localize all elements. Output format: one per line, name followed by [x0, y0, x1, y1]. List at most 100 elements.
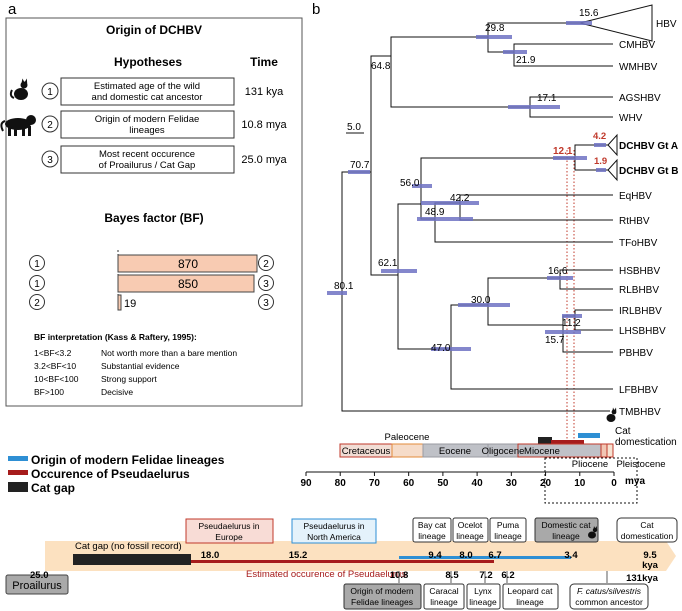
event-box-puma	[489, 517, 527, 543]
hypothesis-time: 131 kya	[245, 86, 284, 98]
bf-right-num: 2	[263, 259, 269, 270]
taxon-label: IRLBHBV	[619, 306, 662, 317]
event-box-caracal	[423, 583, 465, 610]
taxon-label: LHSBHBV	[619, 326, 666, 337]
timeline-felidae-bar	[399, 556, 571, 559]
bf-interp-title: BF interpretation (Kass & Raftery, 1995)…	[34, 332, 197, 342]
event-box-text: Leopard cat	[508, 586, 554, 596]
hypothesis-text-line1: Origin of modern Felidae	[95, 114, 200, 125]
timeline-values-above: 25.0 18.0 15.2 9.4 8.0 6.7 3.4 9.5 kya	[30, 550, 659, 581]
hpd-bar	[596, 168, 606, 172]
taxon-label: LFBHBV	[619, 385, 658, 396]
event-box-text: Caracal	[429, 586, 458, 596]
node-age: 62.1	[378, 258, 398, 269]
panel-b-label: b	[312, 1, 320, 18]
node-age: 80.1	[334, 281, 354, 292]
event-box-text: F. catus/silvestris	[577, 586, 642, 596]
cat-gap-marker	[538, 437, 552, 445]
taxon-label: HBV	[656, 19, 677, 30]
node-age: 42.2	[450, 193, 470, 204]
hpd-bar	[327, 291, 347, 295]
timeline-value: 9.4	[428, 550, 442, 561]
hpd-bar	[431, 347, 471, 351]
pseudaelurus-marker	[551, 440, 584, 444]
timeline-value: 18.0	[201, 550, 220, 561]
node-age: 70.7	[350, 160, 370, 171]
timeline-value: 8.0	[459, 550, 472, 561]
axis-tick-label: 10	[574, 478, 586, 489]
node-age: 29.8	[485, 23, 505, 34]
phylogenetic-tree	[341, 22, 613, 412]
bf-left-badge	[29, 294, 45, 310]
event-box-domestic-cat	[534, 517, 599, 543]
epoch-label: Miocene	[524, 446, 560, 457]
hypothesis-text-line1: Most recent occurence	[99, 149, 195, 160]
domestic-cat-icon	[9, 78, 28, 100]
timeline-value: 3.4	[564, 550, 578, 561]
cat-gap-text: Cat gap (no fossil record)	[75, 541, 182, 552]
legend-swatch-felidae	[8, 456, 28, 461]
hypothesis-box	[60, 77, 235, 106]
panel-a-title: Origin of DCHBV	[106, 23, 202, 37]
event-box-text: Pseudaelurus in	[199, 521, 260, 531]
taxon-label: DCHBV Gt B	[619, 166, 678, 177]
taxon-label: WHV	[619, 113, 643, 124]
taxon-label: DCHBV Gt A	[619, 141, 678, 152]
event-box-text: Origin of modern	[350, 586, 414, 596]
timeline-value: 7.2	[479, 570, 492, 581]
hypothesis-text-line2: of Proailurus / Cat Gap	[99, 160, 196, 171]
taxon-label: HSBHBV	[619, 266, 660, 277]
event-box-leopard-cat	[502, 583, 559, 610]
taxon-label: PBHBV	[619, 348, 653, 359]
panel-a-frame	[5, 17, 303, 407]
hpd-bar	[594, 143, 606, 147]
hypothesis-number: 2	[47, 120, 53, 131]
epoch-pleistocene	[606, 443, 614, 458]
hpd-bar	[348, 170, 370, 174]
hypothesis-number-badge	[41, 150, 59, 168]
epoch-label: Eocene	[439, 446, 471, 457]
event-box-text: domestication	[621, 531, 674, 541]
event-box-text: lineage	[494, 531, 522, 541]
node-age: 17.1	[537, 93, 557, 104]
hpd-bar	[412, 184, 432, 188]
event-box-text: Europe	[215, 532, 243, 542]
taxon-label: TMBHBV	[619, 407, 661, 418]
legend-swatch-pseudaelurus	[8, 470, 28, 475]
node-age: 15.7	[545, 335, 565, 346]
hypothesis-row-2: 2 Origin of modern Felidae lineages 10.8…	[41, 110, 288, 139]
bf-value: 850	[178, 277, 198, 291]
event-box-common-ancestor	[569, 583, 649, 610]
event-box-text: Puma	[497, 520, 519, 530]
epoch-label: Cretaceous	[342, 446, 391, 457]
bf-right-badge	[258, 255, 274, 271]
scale-bar-label: 5.0	[347, 122, 361, 133]
event-box-text: Felidae lineages	[351, 597, 413, 607]
bf-row-3: 2 19 3	[29, 294, 274, 311]
time-header: Time	[250, 55, 278, 69]
timeline-arrow	[45, 541, 676, 571]
event-box-pseud-europe	[185, 518, 274, 544]
event-box-text: lineage	[430, 597, 458, 607]
axis-tick-label: 50	[437, 478, 449, 489]
event-box-ocelot	[452, 517, 489, 543]
hpd-bar	[545, 330, 581, 334]
bf-left-badge	[29, 255, 45, 271]
timeline-value-unit: kya	[642, 573, 659, 584]
hypothesis-text-line2: and domestic cat ancestor	[92, 92, 203, 103]
panel-a-label: a	[8, 1, 17, 18]
hypotheses-header: Hypotheses	[114, 55, 182, 69]
bf-left-num: 2	[34, 298, 40, 309]
hypothesis-number-badge	[41, 115, 59, 133]
cat-domestication-line1: Cat	[615, 426, 631, 437]
timeline-cat-gap-bar	[73, 554, 191, 565]
event-box-pseud-na	[291, 518, 377, 544]
event-box-text: lineage	[552, 531, 580, 541]
hypothesis-box	[60, 110, 235, 139]
hypothesis-row-1: 1 Estimated age of the wild and domestic…	[41, 77, 284, 106]
bf-meaning: Substantial evidence	[101, 361, 180, 371]
epoch-pliocene	[600, 443, 608, 458]
node-age: 1.9	[594, 156, 607, 167]
epoch-label: Pleistocene	[616, 459, 665, 470]
bf-value: 870	[178, 257, 198, 271]
